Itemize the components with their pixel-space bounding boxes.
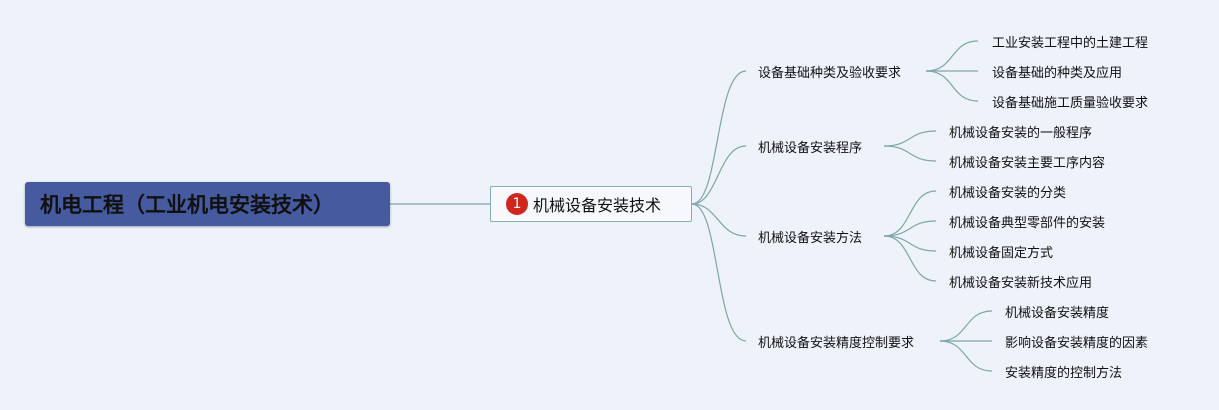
branch-label: 设备基础种类及验收要求 (758, 66, 902, 81)
leaf-topic[interactable]: 机械设备安装新技术应用 (949, 272, 1092, 291)
leaf-connector (925, 70, 979, 102)
leaf-label: 影响设备安装精度的因素 (1005, 336, 1149, 351)
leaf-topic[interactable]: 机械设备安装精度 (1005, 302, 1109, 321)
leaf-connector (883, 130, 937, 147)
leaf-topic[interactable]: 安装精度的控制方法 (1005, 362, 1122, 381)
leaf-topic[interactable]: 影响设备安装精度的因素 (1005, 332, 1148, 351)
leaf-connector (883, 235, 937, 252)
branch-connector (691, 145, 747, 205)
leaf-label: 机械设备安装的一般程序 (949, 126, 1093, 141)
leaf-connector (939, 340, 993, 372)
leaf-connector (939, 310, 993, 342)
priority-badge-icon: 1 (506, 193, 528, 215)
leaf-label: 安装精度的控制方法 (1005, 366, 1123, 381)
leaf-connector (883, 235, 937, 282)
branch-connector (691, 203, 747, 342)
branch-label: 机械设备安装方法 (758, 231, 863, 246)
root-topic[interactable]: 机电工程（工业机电安装技术） (25, 182, 390, 226)
leaf-label: 机械设备安装新技术应用 (949, 276, 1093, 291)
leaf-label: 设备基础的种类及应用 (992, 66, 1123, 81)
leaf-connector (883, 190, 937, 237)
branch-connector (691, 70, 747, 205)
branch-topic[interactable]: 机械设备安装程序 (758, 137, 862, 156)
leaf-label: 机械设备安装的分类 (949, 186, 1067, 201)
branch-topic[interactable]: 设备基础种类及验收要求 (758, 62, 901, 81)
leaf-label: 机械设备典型零部件的安装 (949, 216, 1106, 231)
leaf-topic[interactable]: 设备基础施工质量验收要求 (992, 92, 1148, 111)
leaf-topic[interactable]: 机械设备固定方式 (949, 242, 1053, 261)
leaf-topic[interactable]: 机械设备安装主要工序内容 (949, 152, 1105, 171)
branch-topic[interactable]: 机械设备安装方法 (758, 227, 862, 246)
leaf-label: 机械设备安装精度 (1005, 306, 1110, 321)
leaf-topic[interactable]: 机械设备安装的分类 (949, 182, 1066, 201)
leaf-connector (883, 220, 937, 237)
main-topic[interactable]: 1 机械设备安装技术 (490, 186, 692, 222)
leaf-topic[interactable]: 机械设备安装的一般程序 (949, 122, 1092, 141)
main-topic-label: 机械设备安装技术 (533, 196, 662, 215)
branch-label: 机械设备安装程序 (758, 141, 863, 156)
leaf-topic[interactable]: 机械设备典型零部件的安装 (949, 212, 1105, 231)
leaf-label: 设备基础施工质量验收要求 (992, 96, 1149, 111)
leaf-connector (925, 40, 979, 72)
leaf-topic[interactable]: 工业安装工程中的土建工程 (992, 32, 1148, 51)
branch-connector (691, 203, 747, 237)
branch-label: 机械设备安装精度控制要求 (758, 336, 915, 351)
branch-topic[interactable]: 机械设备安装精度控制要求 (758, 332, 914, 351)
leaf-label: 机械设备固定方式 (949, 246, 1054, 261)
leaf-label: 工业安装工程中的土建工程 (992, 36, 1149, 51)
leaf-topic[interactable]: 设备基础的种类及应用 (992, 62, 1122, 81)
leaf-connector (883, 145, 937, 162)
root-topic-label: 机电工程（工业机电安装技术） (40, 193, 334, 217)
leaf-label: 机械设备安装主要工序内容 (949, 156, 1106, 171)
